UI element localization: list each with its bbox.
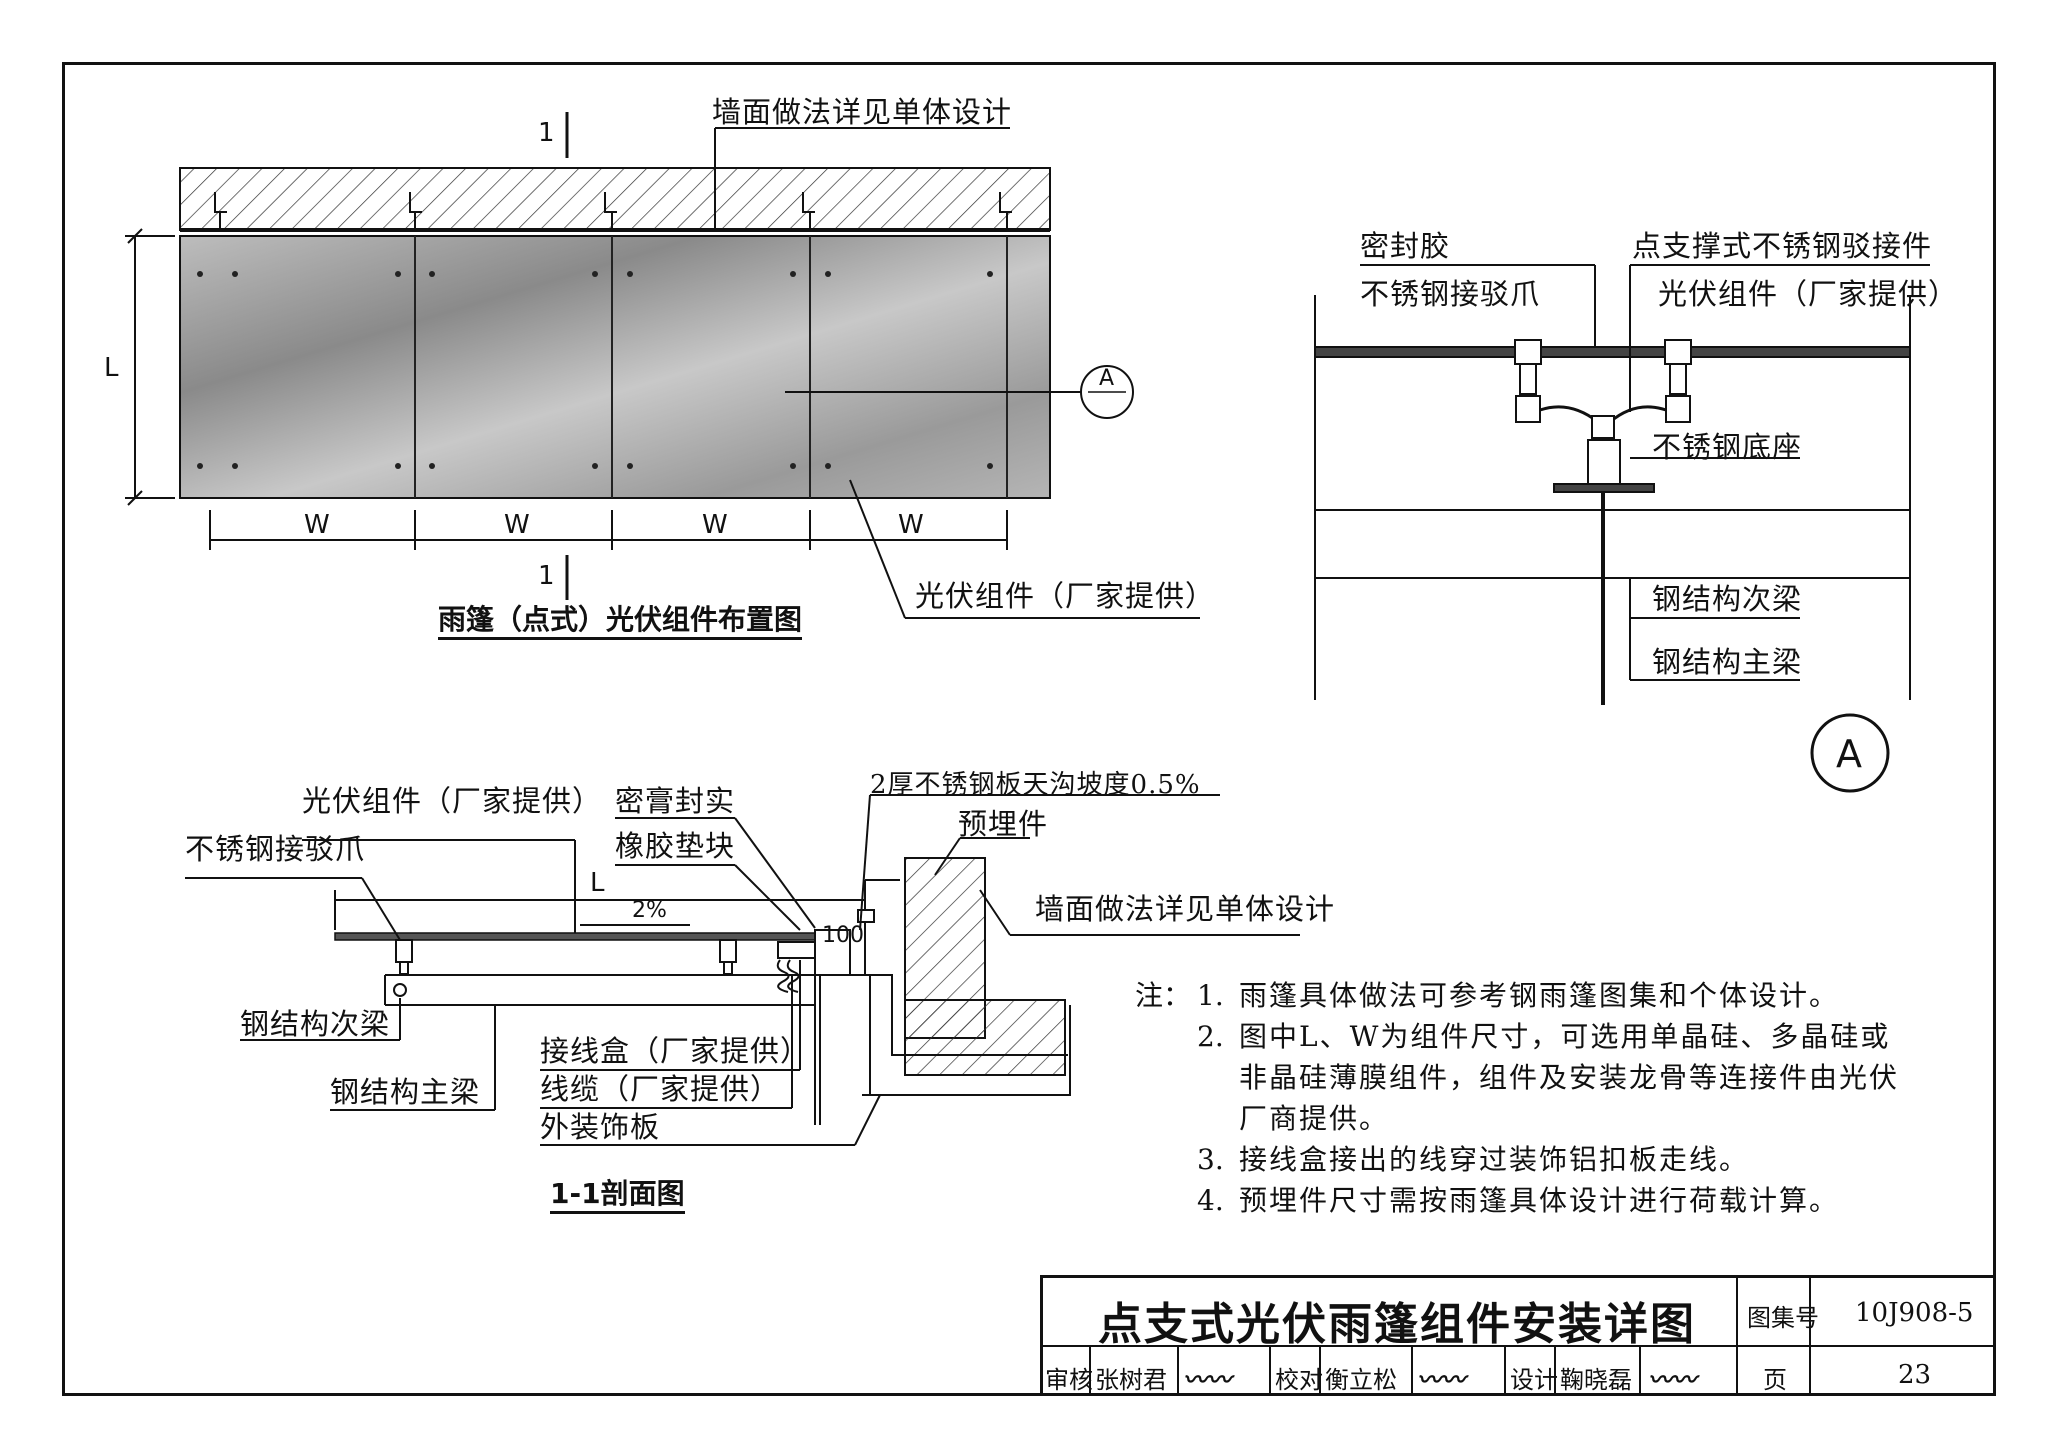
plan-dim-w-1: W — [304, 510, 330, 540]
plan-wall-label: 墙面做法详见单体设计 — [712, 95, 1013, 129]
section-view — [185, 794, 1300, 1146]
section-cable-label: 线缆（厂家提供） — [540, 1072, 781, 1106]
section-embed-label: 预埋件 — [958, 807, 1049, 841]
section-secondary-beam-label: 钢结构次梁 — [240, 1007, 391, 1041]
detail-main-beam-label: 钢结构主梁 — [1652, 645, 1803, 679]
detail-a-tag: A — [1836, 732, 1862, 776]
section-slope: 2% — [632, 898, 667, 923]
note-text: 雨篷具体做法可参考钢雨篷图集和个体设计。 — [1239, 979, 1840, 1012]
design-label: 设计 — [1510, 1366, 1558, 1394]
plan-dim-w-3: W — [702, 510, 728, 540]
section-pad-label: 橡胶垫块 — [615, 829, 736, 863]
title-block-grid — [1040, 1275, 1996, 1396]
section-wall-label: 墙面做法详见单体设计 — [1035, 892, 1336, 926]
detail-base-label: 不锈钢底座 — [1652, 430, 1803, 464]
plan-section-mark-top: 1 — [538, 118, 555, 148]
section-dim-l: L — [590, 868, 605, 898]
plan-section-mark-bottom: 1 — [538, 561, 555, 591]
note-num: 1. — [1197, 979, 1224, 1012]
checker-signature: 〰〰 — [1417, 1365, 1465, 1394]
plan-dim-l: L — [104, 353, 119, 383]
section-dim-100: 100 — [822, 923, 864, 948]
notes: 注： 1. 雨篷具体做法可参考钢雨篷图集和个体设计。 2. 图中L、W为组件尺寸… — [1135, 975, 1919, 1221]
plan-view — [125, 112, 1200, 619]
designer-signature: 〰〰 — [1648, 1365, 1696, 1394]
note-row: 3. 接线盒接出的线穿过装饰铝扣板走线。 — [1135, 1139, 1919, 1180]
section-title: 1-1剖面图 — [550, 1180, 685, 1214]
reviewer-name: 张树君 — [1095, 1366, 1167, 1394]
pv-panel-field — [179, 235, 1051, 499]
note-text: 预埋件尺寸需按雨篷具体设计进行荷载计算。 — [1239, 1184, 1840, 1217]
section-gutter-label: 2厚不锈钢板天沟坡度0.5% — [870, 770, 1201, 800]
detail-sealant-label: 密封胶 — [1360, 229, 1451, 263]
note-num: 2. — [1197, 1020, 1224, 1053]
plan-dim-w-2: W — [504, 510, 530, 540]
drawing-frame — [62, 62, 1996, 1396]
section-seal-label: 密膏封实 — [615, 784, 736, 818]
section-cladding-label: 外装饰板 — [540, 1110, 661, 1144]
page-number: 23 — [1898, 1360, 1932, 1390]
note-row: 2. 图中L、W为组件尺寸，可选用单晶硅、多晶硅或非晶硅薄膜组件，组件及安装龙骨… — [1135, 1016, 1919, 1139]
note-row: 注： 1. 雨篷具体做法可参考钢雨篷图集和个体设计。 — [1135, 975, 1919, 1016]
sheet-title: 点支式光伏雨篷组件安装详图 — [1098, 1299, 1696, 1350]
detail-a-view — [1314, 264, 1930, 793]
review-label: 审核 — [1045, 1366, 1093, 1394]
checker-name: 衡立松 — [1325, 1366, 1397, 1394]
page-label: 页 — [1763, 1366, 1787, 1394]
plan-title: 雨篷（点式）光伏组件布置图 — [438, 606, 803, 640]
reviewer-signature: 〰〰 — [1183, 1365, 1231, 1394]
title-block: 点支式光伏雨篷组件安装详图 图集号 10J908-5 页 23 审核 张树君 〰… — [1040, 1275, 1996, 1396]
plan-detail-ref: A — [1099, 366, 1115, 391]
detail-fitting-label: 点支撑式不锈钢驳接件 — [1632, 229, 1933, 263]
note-text: 接线盒接出的线穿过装饰铝扣板走线。 — [1239, 1143, 1750, 1176]
atlas-number: 10J908-5 — [1855, 1298, 1974, 1328]
note-text: 图中L、W为组件尺寸，可选用单晶硅、多晶硅或非晶硅薄膜组件，组件及安装龙骨等连接… — [1239, 1020, 1900, 1135]
atlas-label: 图集号 — [1747, 1304, 1819, 1332]
section-main-beam-label: 钢结构主梁 — [330, 1075, 481, 1109]
detail-claw-label: 不锈钢接驳爪 — [1360, 277, 1541, 311]
detail-pv-label: 光伏组件（厂家提供） — [1658, 277, 1959, 311]
detail-secondary-beam-label: 钢结构次梁 — [1652, 582, 1803, 616]
section-junction-label: 接线盒（厂家提供） — [540, 1034, 811, 1068]
notes-head: 注： — [1135, 979, 1192, 1012]
designer-name: 鞠晓磊 — [1560, 1366, 1632, 1394]
section-pv-label: 光伏组件（厂家提供） — [302, 784, 603, 818]
note-num: 4. — [1197, 1184, 1224, 1217]
note-row: 4. 预埋件尺寸需按雨篷具体设计进行荷载计算。 — [1135, 1180, 1919, 1221]
plan-dim-w-4: W — [898, 510, 924, 540]
plan-pv-label: 光伏组件（厂家提供） — [915, 579, 1216, 613]
note-num: 3. — [1197, 1143, 1224, 1176]
check-label: 校对 — [1275, 1366, 1323, 1394]
section-claw-label: 不锈钢接驳爪 — [185, 832, 366, 866]
wall-strip — [179, 167, 1051, 231]
